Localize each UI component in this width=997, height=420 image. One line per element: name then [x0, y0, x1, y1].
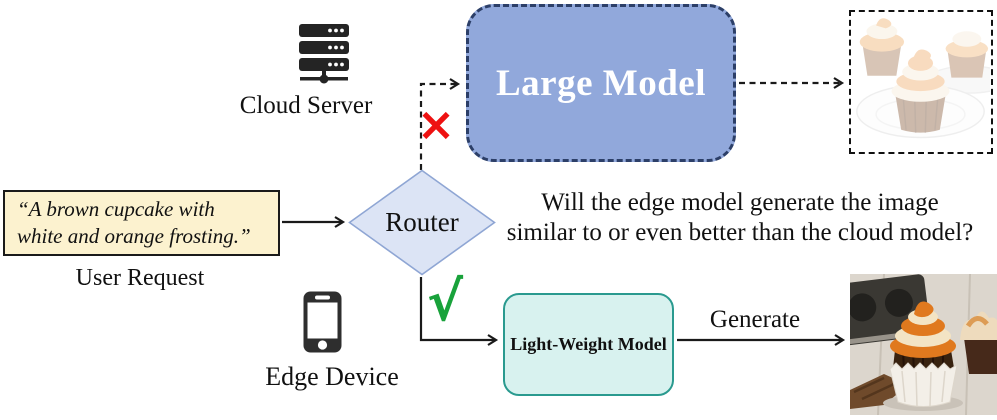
router-node: Router — [348, 169, 496, 276]
question-line2: similar to or even better than the cloud… — [506, 219, 974, 246]
edge-device-label: Edge Device — [265, 362, 399, 391]
user-request-caption: User Request — [75, 265, 205, 291]
light-weight-model-node: Light-Weight Model — [503, 293, 674, 396]
edge-output-image — [850, 274, 997, 415]
cloud-server-label: Cloud Server — [239, 92, 373, 119]
user-request-quote-line2: white and orange frosting.” — [17, 224, 251, 248]
question-text: Will the edge model generate the image s… — [484, 188, 996, 248]
user-request-box: “A brown cupcake with white and orange f… — [3, 190, 280, 256]
generated-cupcake-illustration — [850, 274, 997, 415]
cloud-output-image — [849, 10, 993, 154]
generate-label: Generate — [709, 306, 801, 333]
cross-icon: × — [416, 97, 456, 151]
check-icon: √ — [426, 270, 464, 333]
question-line1: Will the edge model generate the image — [541, 189, 939, 216]
router-diamond-shape — [348, 169, 496, 276]
router-label: Router — [385, 207, 459, 237]
large-model-label: Large Model — [496, 62, 706, 104]
server-icon — [299, 24, 349, 84]
large-model-node: Large Model — [466, 4, 736, 162]
light-weight-model-label: Light-Weight Model — [510, 334, 667, 354]
user-request-quote-line1: “A brown cupcake with — [17, 197, 215, 221]
faded-cupcake-illustration — [851, 12, 990, 151]
smartphone-icon — [303, 291, 342, 353]
